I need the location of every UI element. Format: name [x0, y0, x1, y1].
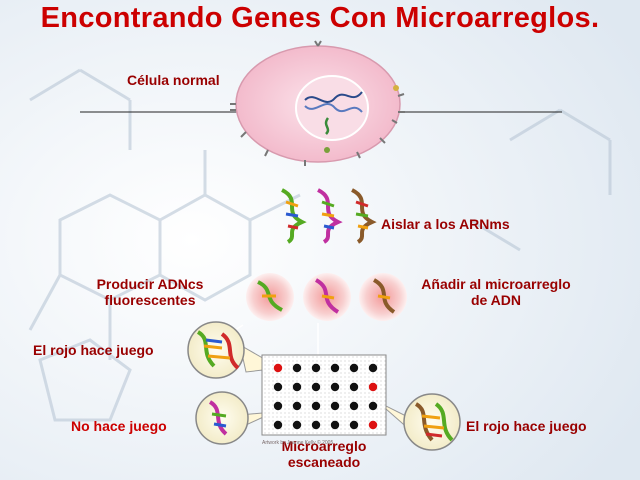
label-scanned-microarray: Microarreglo escaneado	[266, 438, 382, 470]
label-scanned-line2: escaneado	[287, 454, 361, 470]
fluorescent-cdna	[246, 273, 407, 321]
label-add-microarray-line2: de ADN	[470, 292, 522, 308]
microarray-spot	[330, 401, 340, 411]
microarray-spot	[330, 382, 340, 392]
microarray-spot	[368, 363, 378, 373]
microarray-spot	[311, 401, 321, 411]
artwork-credit: Artwork by Jeanne Kelly © 2005	[262, 440, 334, 446]
microarray-spot	[292, 363, 302, 373]
label-red-match-right: El rojo hace juego	[466, 418, 587, 434]
microarray-spot	[311, 382, 321, 392]
microarray-spot	[292, 420, 302, 430]
microarray-spot	[330, 420, 340, 430]
microarray-spots	[273, 363, 378, 430]
label-no-match: No hace juego	[71, 418, 167, 434]
zoom-circle-red-right	[403, 393, 461, 451]
label-isolate-mrna: Aislar a los ARNms	[381, 216, 510, 232]
microarray-spot	[273, 401, 283, 411]
microarray-spot	[349, 382, 359, 392]
microarray-spot	[349, 363, 359, 373]
page-title: Encontrando Genes Con Microarreglos.	[40, 2, 600, 34]
microarray-spot	[368, 401, 378, 411]
microarray-spot	[292, 382, 302, 392]
label-red-match-left: El rojo hace juego	[33, 342, 154, 358]
zoom-circle-no-match	[195, 391, 249, 445]
microarray-spot	[349, 420, 359, 430]
microarray-spot-red	[273, 363, 283, 373]
normal-cell	[230, 40, 405, 166]
microarray-spot-red	[368, 420, 378, 430]
microarray-spot	[330, 363, 340, 373]
label-scanned-line1: Microarreglo	[281, 438, 367, 454]
microarray-texture	[262, 355, 386, 435]
label-add-microarray-line1: Añadir al microarreglo	[421, 276, 571, 292]
mrna-strands	[280, 188, 377, 244]
microarray-spot	[311, 420, 321, 430]
label-produce-cdna-line1: Producir ADNcs	[96, 276, 204, 292]
chemical-structure-watermark	[28, 68, 612, 422]
microarray-spot	[273, 382, 283, 392]
microarray-spot-red	[368, 382, 378, 392]
microarray-spot	[292, 401, 302, 411]
label-produce-cdna-line2: fluorescentes	[104, 292, 196, 308]
zoom-circle-red-left	[187, 321, 245, 379]
microarray-spot	[273, 420, 283, 430]
label-produce-cdna: Producir ADNcs fluorescentes	[72, 276, 228, 308]
label-add-microarray: Añadir al microarreglo de ADN	[408, 276, 584, 308]
microarray-spot	[311, 363, 321, 373]
label-normal-cell: Célula normal	[127, 72, 220, 88]
nucleus	[295, 75, 369, 141]
microarray-spot	[349, 401, 359, 411]
